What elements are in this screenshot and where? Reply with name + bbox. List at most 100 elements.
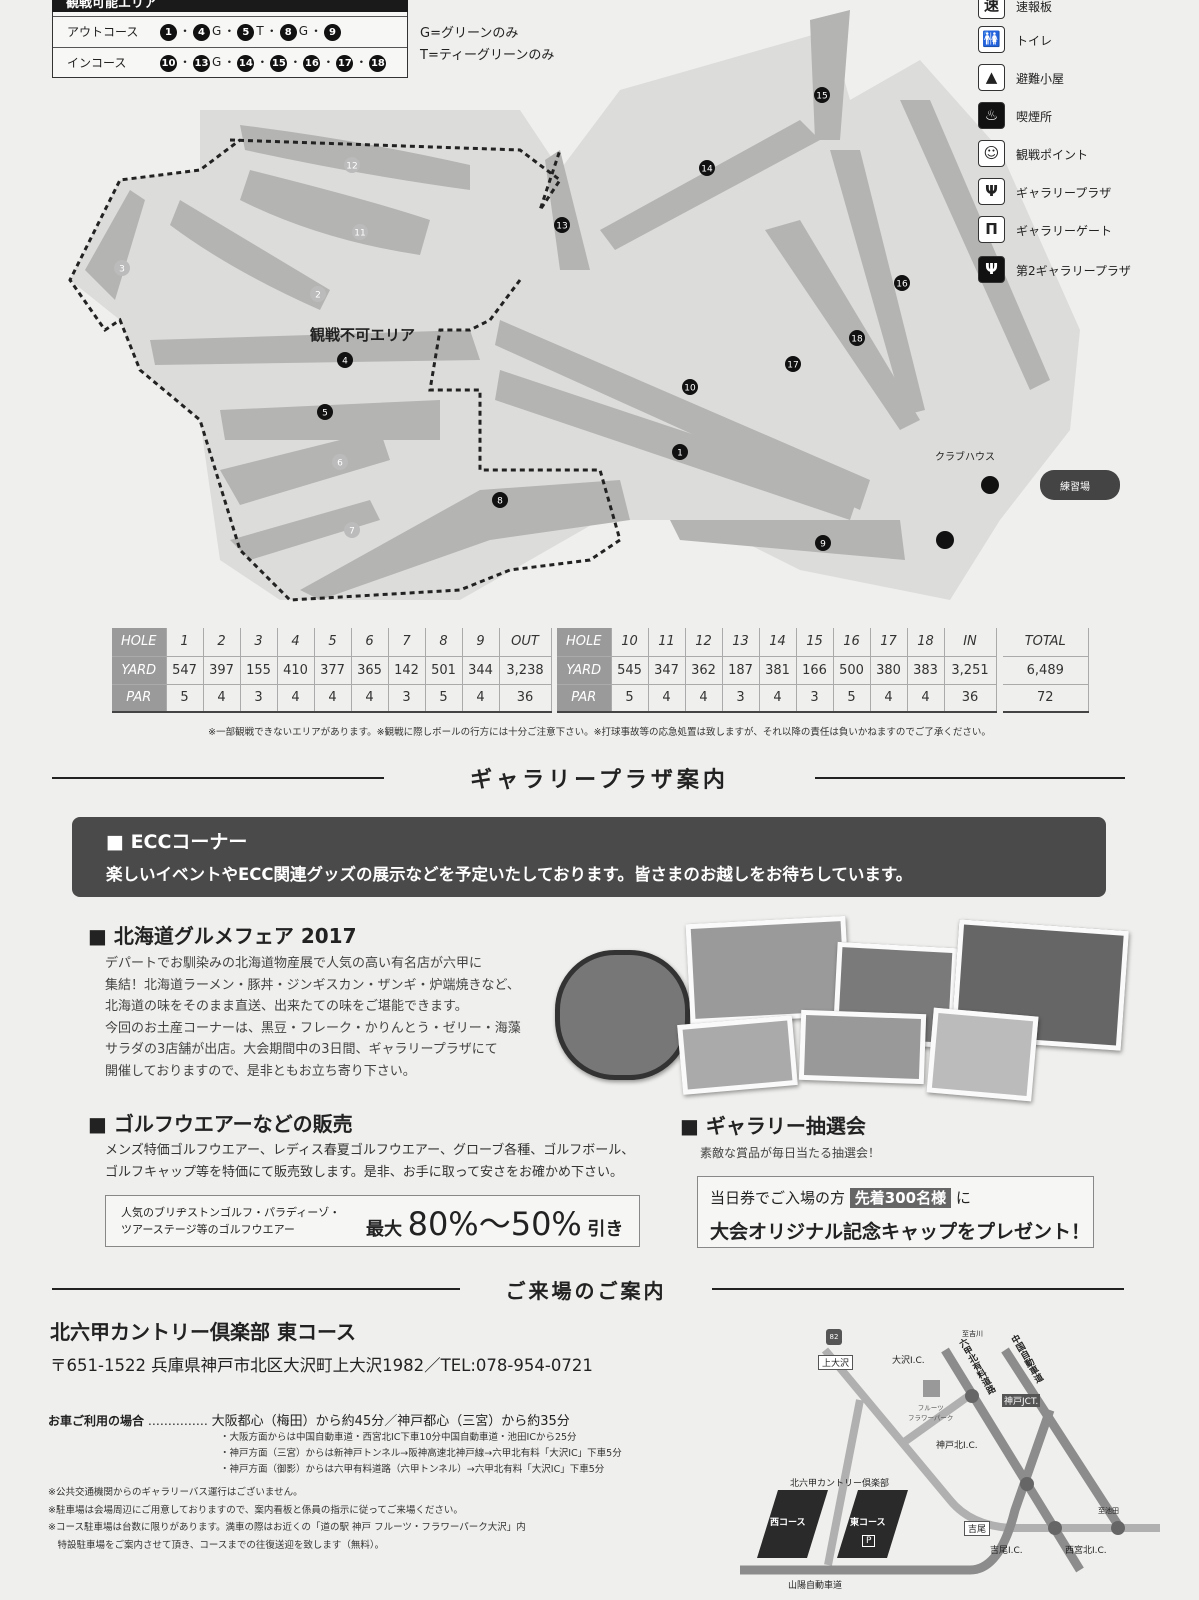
yard-cell: 365 bbox=[351, 656, 389, 685]
yokoo-label: 吉尾 bbox=[964, 1521, 991, 1536]
ramen-photo bbox=[555, 950, 690, 1080]
lottery-title: ■ ギャラリー抽選会 bbox=[680, 1114, 866, 1138]
hole-marker bbox=[310, 286, 326, 302]
yard-cell: 142 bbox=[388, 656, 426, 685]
brands-line: 人気のブリヂストンゴルフ・パラディーゾ・ bbox=[121, 1206, 341, 1219]
jelly-photo bbox=[677, 1015, 798, 1095]
total-yard: 6,489 bbox=[1003, 656, 1089, 685]
first-300-badge: 先着300名様 bbox=[849, 1188, 952, 1208]
note-line: ※公共交通機関からのギャラリーバス運行はございません。 bbox=[48, 1487, 303, 1498]
interchanges bbox=[965, 1389, 1125, 1535]
footnote: ※一部観戦できないエリアがあります。※観戦に際しボールの行方には十分ご注意下さい… bbox=[208, 727, 991, 738]
club-map-label: 北六甲カントリー倶楽部 bbox=[790, 1479, 890, 1489]
par-cell: 4 bbox=[685, 684, 723, 713]
hole-cell: 7 bbox=[388, 628, 426, 657]
hole-number: 13 bbox=[556, 222, 567, 232]
brands-text: 人気のブリヂストンゴルフ・パラディーゾ・ ツアーステージ等のゴルフウエアー bbox=[121, 1204, 340, 1238]
hokkaido-body: デパートでお馴染みの北海道物産展で人気の高い有名店が六甲に集結！北海道ラーメン・… bbox=[105, 953, 521, 1082]
note-line: 特設駐車場をご案内させて頂き、コースまでの往復送迎を致します（無料）。 bbox=[48, 1539, 385, 1551]
east-course-label: 東コース bbox=[850, 1518, 886, 1528]
par-cell: 4 bbox=[351, 684, 389, 713]
hole-number: 5 bbox=[322, 409, 328, 419]
parking-icon bbox=[981, 476, 999, 494]
yard-cell: 166 bbox=[796, 656, 834, 685]
legend-label: ギャラリーゲート bbox=[1016, 224, 1113, 238]
hole-number: 6 bbox=[337, 459, 343, 469]
route-82-badge: 82 bbox=[826, 1329, 842, 1345]
separator: ・ bbox=[179, 55, 192, 69]
yard-cell: 380 bbox=[870, 656, 908, 685]
par-cell: 4 bbox=[648, 684, 686, 713]
fruit-park-label: フルーツ フラワーパーク bbox=[908, 1404, 954, 1422]
hole-badge: 9 bbox=[324, 24, 342, 41]
hole-marker bbox=[672, 444, 688, 460]
note-line: ※コース駐車場は台数に限りがあります。満車の際はお近くの「道の駅 神戸 フルーツ… bbox=[48, 1522, 526, 1533]
legend-label: ギャラリープラザ bbox=[1016, 186, 1112, 200]
par-cell: 3 bbox=[796, 684, 834, 713]
hole-badge: 14 bbox=[237, 55, 255, 72]
hole-cell: IN bbox=[944, 628, 997, 657]
ecc-title: ■ ECCコーナー bbox=[106, 831, 248, 853]
shelter-icon: ▲ bbox=[978, 64, 1005, 91]
access-title: ご来場のご案内 bbox=[505, 1279, 667, 1303]
par-cell: 5 bbox=[611, 684, 649, 713]
hole-header: HOLE bbox=[112, 628, 167, 657]
nishinomiya-ic-label: 西宮北I.C. bbox=[1065, 1546, 1107, 1556]
hole-badge: 5 bbox=[237, 24, 255, 41]
golfwear-title-text: ゴルフウエアーなどの販売 bbox=[113, 1112, 353, 1136]
par-cell: 4 bbox=[203, 684, 241, 713]
par-cell: 4 bbox=[277, 684, 315, 713]
driving-range bbox=[1040, 470, 1120, 500]
par-cell: 4 bbox=[462, 684, 500, 713]
hole-number: 2 bbox=[315, 291, 321, 301]
yard-cell: 377 bbox=[314, 656, 352, 685]
yard-cell: 381 bbox=[759, 656, 797, 685]
hokkaido-line: 集結！北海道ラーメン・豚丼・ジンギスカン・ザンギ・炉端焼きなど、 bbox=[105, 977, 520, 993]
kamiosawa-label: 上大沢 bbox=[818, 1355, 854, 1370]
car-dots: …………… bbox=[147, 1414, 208, 1428]
hole-suffix: G bbox=[212, 24, 222, 38]
hole-number: 11 bbox=[354, 229, 365, 239]
green-only-note: G=グリーンのみ bbox=[420, 26, 519, 41]
lottery-text: 素敵な賞品が毎日当たる抽選会！ bbox=[700, 1146, 881, 1160]
hole-marker bbox=[814, 87, 830, 103]
discount-prefix: 最大 bbox=[366, 1219, 402, 1240]
separator: ・ bbox=[265, 24, 278, 38]
ecc-corner-box: ■ ECCコーナー 楽しいイベントやECC関連グッズの展示などを予定いたしており… bbox=[72, 817, 1106, 897]
yard-cell: 500 bbox=[833, 656, 871, 685]
divider bbox=[52, 1288, 460, 1290]
hole-marker bbox=[114, 260, 130, 276]
hole-cell: 9 bbox=[462, 628, 500, 657]
yard-header: YARD bbox=[557, 656, 612, 685]
yard-cell: 383 bbox=[907, 656, 945, 685]
hole-cell: 3 bbox=[240, 628, 278, 657]
car-routes: ・大阪方面からは中国自動車道・西宮北IC下車10分中国自動車道・池田ICから25… bbox=[220, 1430, 622, 1478]
route-line: ・神戸方面（三宮）からは新神戸トンネル→阪神高速北神戸線→六甲北有料「大沢IC」… bbox=[220, 1448, 622, 1459]
yard-header: YARD bbox=[112, 656, 167, 685]
hole-badge: 4 bbox=[193, 24, 211, 41]
hole-cell: 12 bbox=[685, 628, 723, 657]
car-main: 大阪都心（梅田）から約45分／神戸都心（三宮）から約35分 bbox=[211, 1414, 570, 1429]
divider bbox=[52, 777, 384, 779]
separator: ・ bbox=[256, 55, 269, 69]
lottery-line1-text: 当日券でご入場の方 bbox=[710, 1189, 846, 1207]
hole-header: HOLE bbox=[557, 628, 612, 657]
tee-green-note: T=ティーグリーンのみ bbox=[420, 48, 555, 63]
salad-photo bbox=[798, 1009, 927, 1085]
west-course-label: 西コース bbox=[770, 1518, 806, 1528]
hole-cell: 5 bbox=[314, 628, 352, 657]
hokkaido-line: 今回のお土産コーナーは、黒豆・フレーク・かりんとう・ゼリー・海藻 bbox=[105, 1020, 521, 1036]
par-cell: 5 bbox=[166, 684, 204, 713]
hole-badge: 18 bbox=[369, 55, 387, 72]
second-plaza-icon: Ψ bbox=[978, 256, 1005, 283]
separator: ・ bbox=[179, 24, 192, 38]
yard-cell: 410 bbox=[277, 656, 315, 685]
